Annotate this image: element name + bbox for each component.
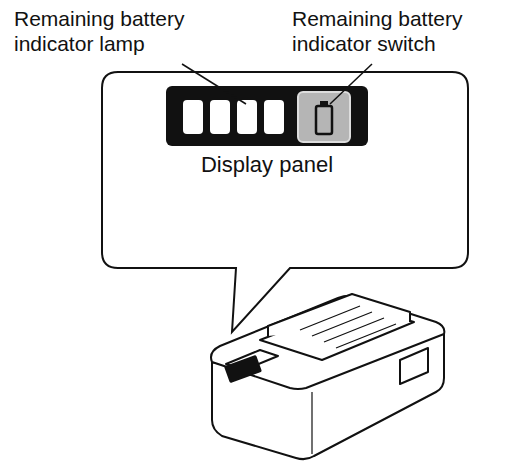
leader-line bbox=[330, 64, 372, 104]
part-label: Remaining battery indicator switch bbox=[292, 6, 518, 56]
indicator-lamps bbox=[183, 100, 284, 134]
callout-bubble: Display panel bbox=[102, 72, 468, 268]
part-label: Remaining battery indicator lamp bbox=[14, 6, 244, 56]
battery-pack bbox=[211, 294, 444, 459]
battery-display bbox=[224, 355, 262, 384]
indicator-switch bbox=[298, 92, 350, 142]
panel-caption: Display panel bbox=[201, 152, 333, 178]
display-panel bbox=[166, 86, 368, 146]
callout-bubble bbox=[102, 72, 468, 332]
leader-line bbox=[182, 64, 246, 104]
